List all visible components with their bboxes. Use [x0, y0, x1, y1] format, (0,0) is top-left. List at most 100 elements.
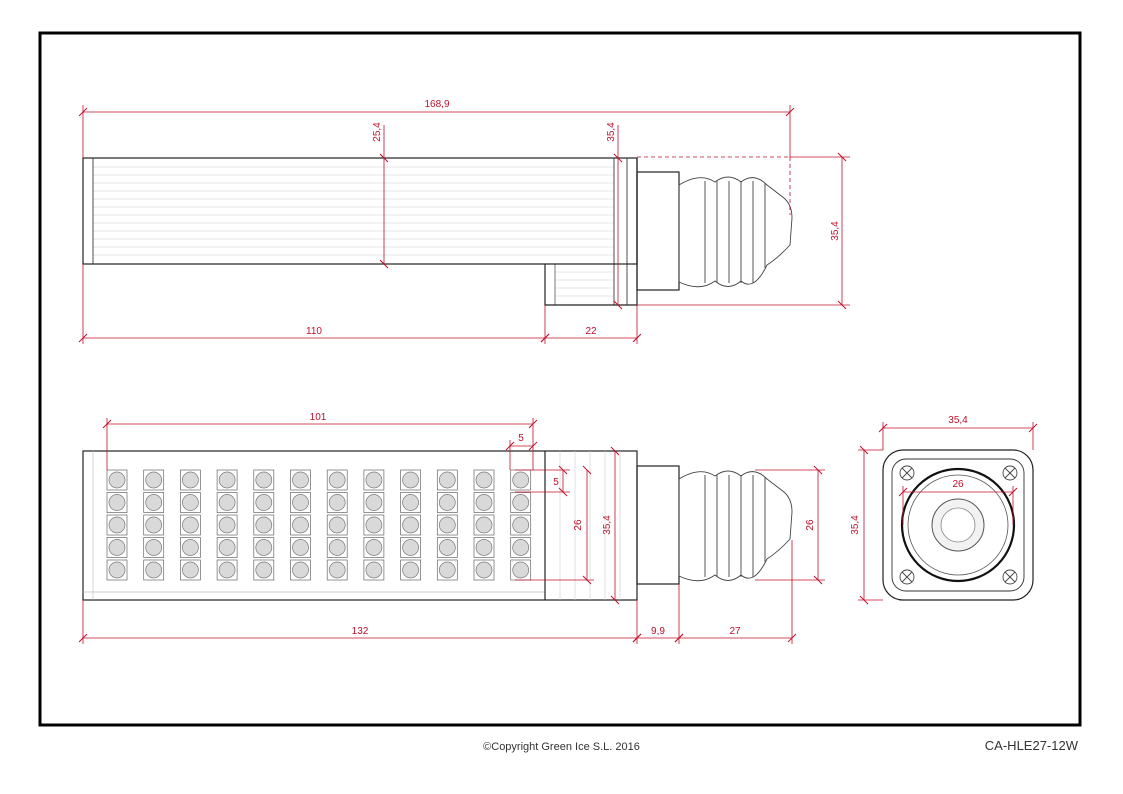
- dim-body-height-right: 35,4: [830, 221, 841, 241]
- led-cell: [143, 514, 165, 536]
- side-view: [82, 156, 793, 306]
- dim-end-height: 35,4: [850, 515, 861, 535]
- led-cell: [253, 469, 275, 491]
- led-cell: [106, 469, 128, 491]
- led-cell: [473, 514, 495, 536]
- led-grid: [106, 469, 532, 581]
- front-view-dimensions: [78, 418, 825, 644]
- front-collar: [636, 465, 680, 585]
- dim-end-width: 35,4: [948, 415, 968, 426]
- led-cell: [436, 514, 458, 536]
- led-cell: [180, 514, 201, 536]
- led-cell: [216, 469, 238, 491]
- led-cell: [290, 559, 311, 581]
- copyright-text: ©Copyright Green Ice S.L. 2016: [483, 741, 640, 753]
- side-view-dimensions: [78, 105, 850, 344]
- led-cell: [436, 537, 458, 558]
- led-cell: [216, 559, 238, 581]
- led-cell: [510, 492, 532, 513]
- led-cell: [326, 514, 348, 536]
- dim-led-pitch-h: 5: [518, 433, 524, 444]
- led-cell: [253, 537, 275, 558]
- led-cell: [473, 492, 495, 513]
- led-cell: [510, 559, 532, 581]
- front-screw-base: [678, 470, 793, 582]
- dim-step-length: 22: [585, 326, 597, 337]
- led-cell: [326, 492, 348, 513]
- dim-heatsink-height: 25,4: [372, 122, 383, 142]
- led-cell: [216, 537, 238, 558]
- led-cell: [326, 469, 348, 491]
- led-cell: [510, 469, 532, 491]
- led-cell: [363, 492, 385, 513]
- front-body: [82, 450, 638, 601]
- led-cell: [253, 559, 275, 581]
- dim-body-height-top: 35,4: [606, 122, 617, 142]
- end-housing: [882, 449, 1034, 601]
- led-cell: [290, 492, 311, 513]
- sheet-frame: [38, 31, 1082, 727]
- end-view: [882, 449, 1034, 601]
- led-cell: [400, 537, 421, 558]
- side-collar: [636, 171, 680, 291]
- led-cell: [510, 537, 532, 558]
- led-cell: [216, 492, 238, 513]
- led-cell: [400, 559, 421, 581]
- led-cell: [253, 492, 275, 513]
- led-cell: [473, 469, 495, 491]
- dim-heatsink-length: 110: [306, 326, 322, 337]
- led-cell: [180, 559, 201, 581]
- dim-base-height: 26: [805, 519, 816, 531]
- dim-led-span: 101: [310, 412, 327, 423]
- side-screw-base: [678, 176, 793, 288]
- led-cell: [363, 559, 385, 581]
- led-cell: [290, 514, 311, 536]
- led-cell: [473, 559, 495, 581]
- led-cell: [400, 514, 421, 536]
- led-cell: [436, 559, 458, 581]
- led-cell: [216, 514, 238, 536]
- led-cell: [363, 514, 385, 536]
- led-cell: [363, 537, 385, 558]
- led-cell: [363, 469, 385, 491]
- led-cell: [290, 537, 311, 558]
- led-cell: [253, 514, 275, 536]
- led-cell: [400, 492, 421, 513]
- led-cell: [143, 492, 165, 513]
- end-view-dimensions: [858, 422, 1038, 605]
- led-cell: [510, 514, 532, 536]
- led-cell: [143, 559, 165, 581]
- led-cell: [473, 537, 495, 558]
- dim-screw-length: 27: [729, 626, 741, 637]
- led-cell: [436, 469, 458, 491]
- led-cell: [106, 514, 128, 536]
- end-screws: [899, 465, 1018, 585]
- led-cell: [290, 469, 311, 491]
- led-cell: [400, 469, 421, 491]
- end-outer-ring: [900, 467, 1016, 583]
- led-cell: [106, 559, 128, 581]
- led-cell: [143, 469, 165, 491]
- led-cell: [143, 537, 165, 558]
- side-step-body: [544, 158, 638, 306]
- front-view: [82, 450, 793, 601]
- led-cell: [106, 492, 128, 513]
- model-number: CA-HLE27-12W: [984, 738, 1078, 753]
- led-cell: [326, 537, 348, 558]
- dim-front-body-length: 132: [352, 626, 369, 637]
- dim-led-block-height: 26: [573, 519, 584, 531]
- dim-front-body-height: 35,4: [602, 515, 613, 535]
- led-cell: [180, 537, 201, 558]
- led-cell: [180, 469, 201, 491]
- side-heatsink: [82, 157, 638, 265]
- side-heatsink-fins: [93, 166, 614, 256]
- led-cell: [180, 492, 201, 513]
- dim-led-pitch-v: 5: [553, 477, 559, 488]
- dim-ring-diameter: 26: [952, 479, 964, 490]
- led-cell: [106, 537, 128, 558]
- dim-collar-length: 9,9: [651, 626, 665, 637]
- dim-overall-length: 168,9: [424, 99, 449, 110]
- led-cell: [436, 492, 458, 513]
- led-cell: [326, 559, 348, 581]
